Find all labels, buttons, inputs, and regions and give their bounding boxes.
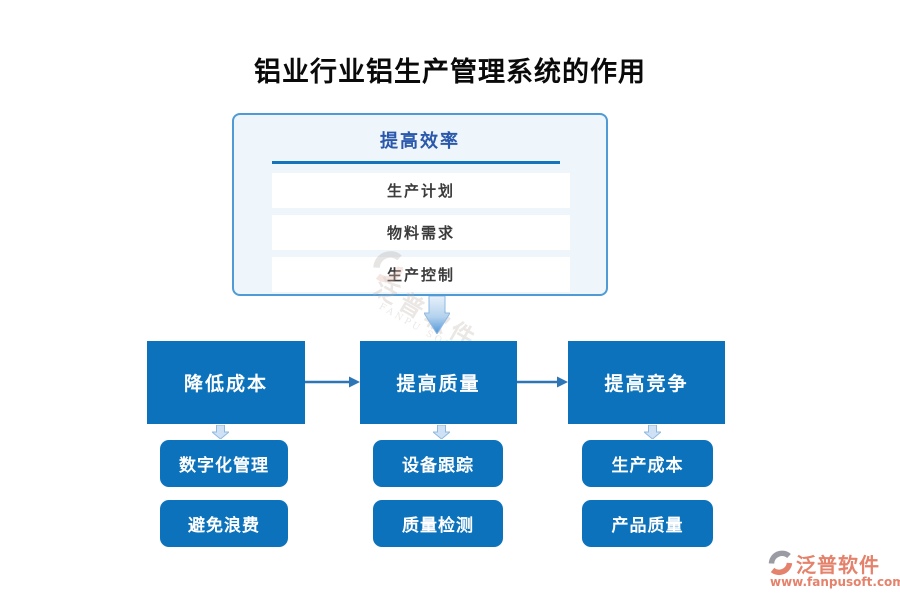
down-arrow-icon [644, 425, 661, 439]
down-arrow-icon [212, 425, 229, 439]
sub-box-equipment-tracking: 设备跟踪 [373, 440, 503, 487]
panel-row-production-control: 生产控制 [272, 257, 570, 292]
brand-logo-icon [768, 550, 793, 576]
panel-row-material-demand: 物料需求 [272, 215, 570, 250]
down-arrow-icon [433, 425, 450, 439]
efficiency-panel-header: 提高效率 [380, 131, 460, 152]
brand-url: www.fanpusoft.com [770, 575, 900, 589]
flow-box-improve-competition: 提高竞争 [568, 341, 725, 424]
brand-logo: 泛普软件 www.fanpusoft.com [768, 549, 900, 593]
sub-box-product-quality: 产品质量 [582, 500, 713, 547]
sub-box-production-cost: 生产成本 [582, 440, 713, 487]
sub-box-digital-management: 数字化管理 [160, 440, 288, 487]
efficiency-panel: 提高效率 生产计划 物料需求 生产控制 [232, 113, 608, 296]
header-underline [272, 161, 560, 164]
flow-box-reduce-cost: 降低成本 [147, 341, 305, 424]
flow-box-improve-quality: 提高质量 [360, 341, 517, 424]
panel-row-production-plan: 生产计划 [272, 173, 570, 208]
page-title: 铝业行业铝生产管理系统的作用 [254, 57, 646, 88]
brand-name: 泛普软件 [796, 553, 880, 577]
right-arrow-icon [305, 376, 360, 388]
sub-box-quality-inspection: 质量检测 [373, 500, 503, 547]
big-down-arrow-icon [424, 296, 450, 334]
right-arrow-icon [517, 376, 568, 388]
sub-box-avoid-waste: 避免浪费 [160, 500, 288, 547]
